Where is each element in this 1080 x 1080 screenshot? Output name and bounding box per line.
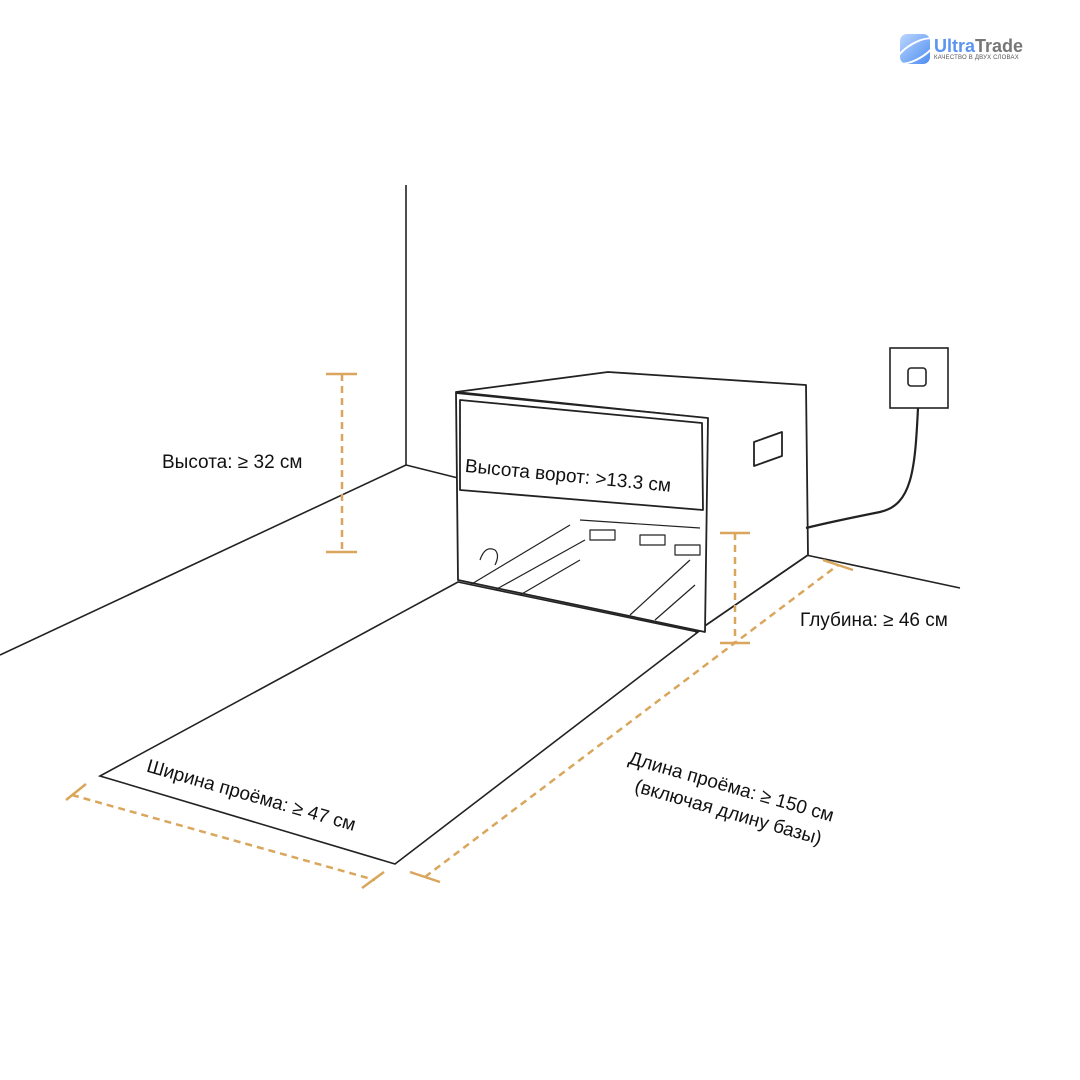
floor-wall-left bbox=[0, 464, 407, 656]
logo-name-1: Ultra bbox=[934, 36, 976, 56]
side-handle bbox=[753, 431, 783, 467]
logo-tagline: КАЧЕСТВО В ДВУХ СЛОВАХ bbox=[934, 55, 1019, 61]
depth-label: Глубина: ≥ 46 см bbox=[800, 610, 948, 631]
floor-wall-back bbox=[405, 464, 459, 479]
logo-icon bbox=[900, 34, 930, 64]
height-label: Высота: ≥ 32 см bbox=[162, 452, 303, 473]
wall-socket bbox=[805, 347, 949, 530]
width-dimension bbox=[65, 783, 385, 890]
logo-name-2: Trade bbox=[975, 36, 1024, 56]
length-depth-dimension bbox=[409, 558, 854, 884]
ultratrade-logo: UltraTrade КАЧЕСТВО В ДВУХ СЛОВАХ bbox=[900, 34, 1023, 64]
power-cable bbox=[805, 407, 920, 530]
height-dimension bbox=[326, 372, 357, 554]
room-lines bbox=[0, 185, 961, 656]
base-interior bbox=[469, 519, 701, 621]
base-front bbox=[455, 392, 709, 633]
dimension-lines bbox=[65, 372, 854, 890]
floor-wall-right bbox=[805, 554, 961, 589]
mat bbox=[97, 581, 700, 865]
base-station bbox=[455, 371, 809, 633]
base-front-panel bbox=[459, 399, 704, 511]
